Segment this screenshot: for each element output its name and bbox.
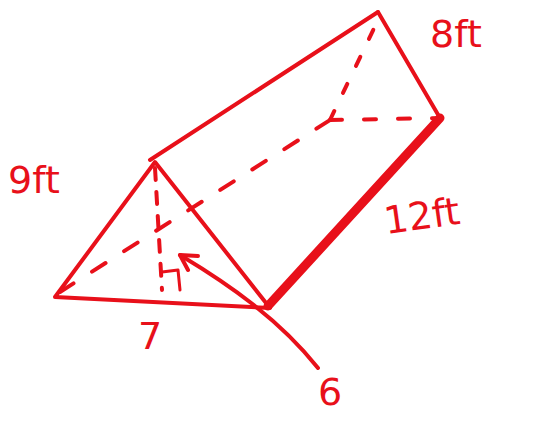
top-edge [150, 12, 378, 160]
right-angle-mark [162, 270, 180, 290]
hidden-edge [330, 118, 440, 120]
front-face [55, 162, 270, 308]
dimension-label: 7 [138, 316, 162, 358]
arrowhead [180, 255, 198, 270]
dimension-label: 9ft [8, 160, 60, 202]
dimension-label: 6 [318, 372, 342, 414]
hidden-edge [330, 20, 378, 120]
leader-line [180, 255, 318, 368]
dimension-label: 12ft [381, 191, 462, 243]
dimension-label: 8ft [430, 14, 482, 56]
